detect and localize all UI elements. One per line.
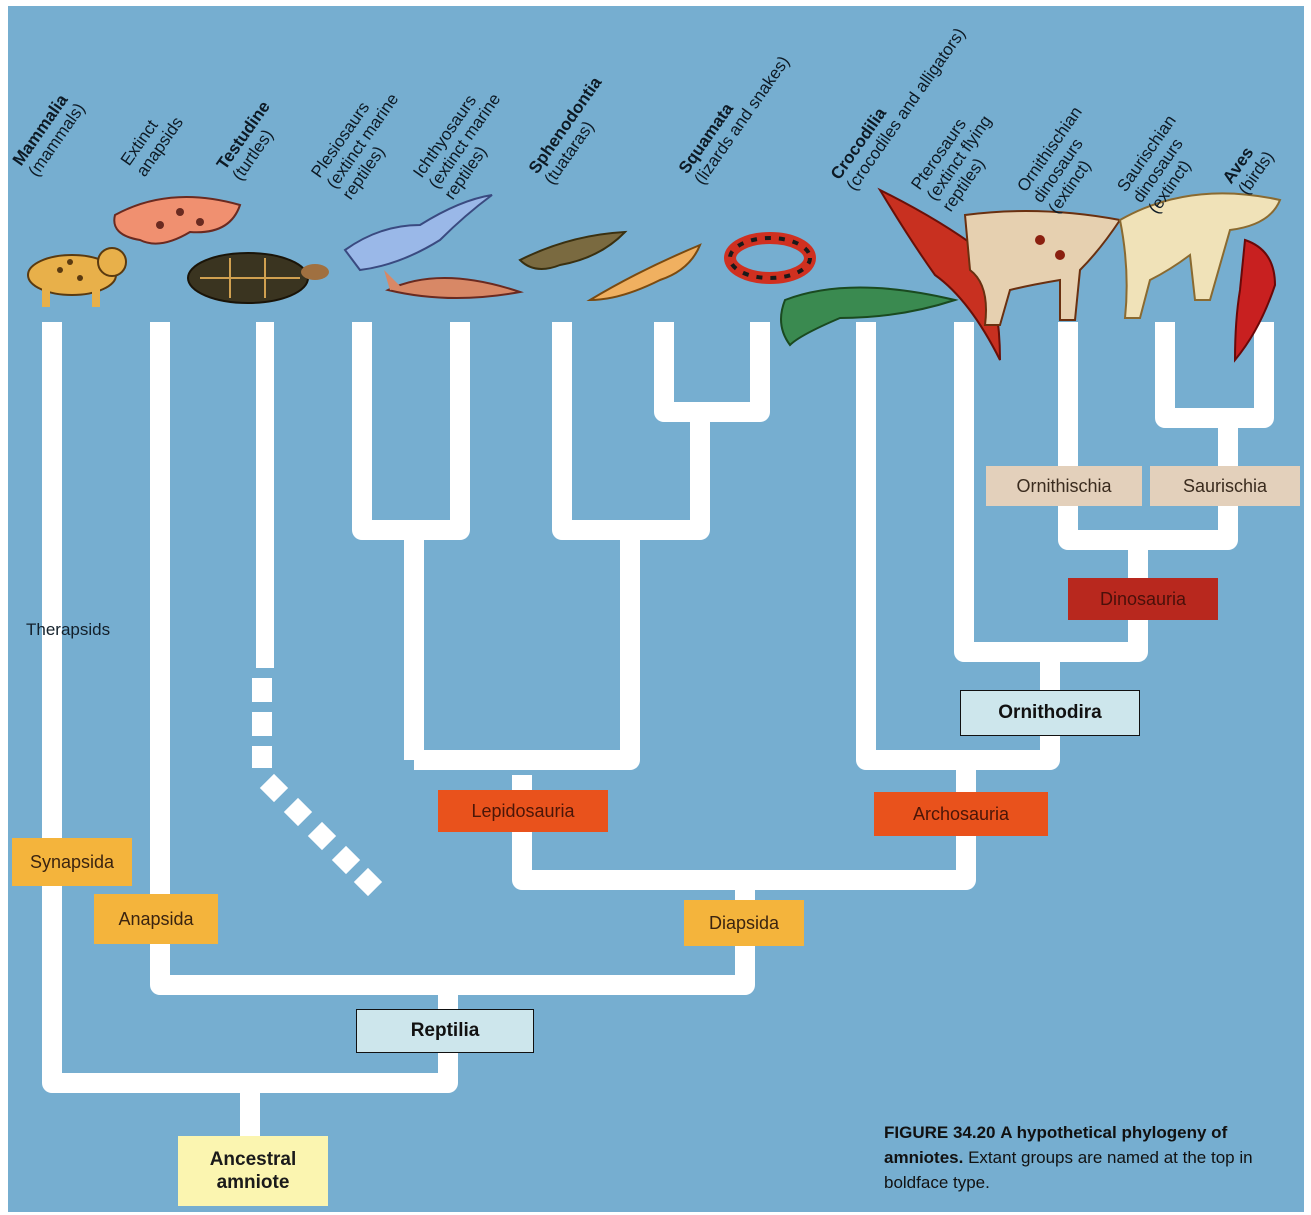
clade-lepidosauria: Lepidosauria [438, 790, 608, 832]
plesiosaur-icon [345, 195, 492, 270]
clade-ornithischia: Ornithischia [986, 466, 1142, 506]
ornithischian-icon [965, 211, 1120, 325]
branch-marine [414, 530, 630, 760]
clade-synapsida: Synapsida [12, 838, 132, 886]
clade-saurischia: Saurischia [1150, 466, 1300, 506]
extinct-anapsid-icon [114, 197, 240, 244]
clade-dinosauria: Dinosauria [1068, 578, 1218, 620]
ancestral-line1: Ancestral [210, 1148, 297, 1171]
figure-caption: FIGURE 34.20 A hypothetical phylogeny of… [884, 1120, 1284, 1195]
caption-figure-number: FIGURE 34.20 [884, 1123, 996, 1142]
clade-diapsida: Diapsida [684, 900, 804, 946]
clade-ancestral-amniote: Ancestral amniote [178, 1136, 328, 1206]
tuatara-icon [520, 232, 625, 269]
ichthyosaur-icon [384, 270, 520, 298]
lizard-icon [590, 245, 700, 300]
turtle-icon [188, 253, 329, 303]
clade-ornithodira: Ornithodira [960, 690, 1140, 736]
bobcat-icon [28, 248, 126, 307]
branch-squamata-split [664, 322, 760, 412]
clade-archosauria: Archosauria [874, 792, 1048, 836]
branch-dino-split [1068, 322, 1228, 540]
branch-mammalia [52, 322, 448, 1083]
therapsids-label: Therapsids [26, 620, 110, 640]
branch-marine-split [362, 322, 460, 530]
clade-reptilia: Reptilia [356, 1009, 534, 1053]
snake-icon [730, 238, 810, 278]
ancestral-line2: amniote [217, 1171, 290, 1194]
branch-lepido-split [562, 322, 700, 530]
clade-anapsida: Anapsida [94, 894, 218, 944]
